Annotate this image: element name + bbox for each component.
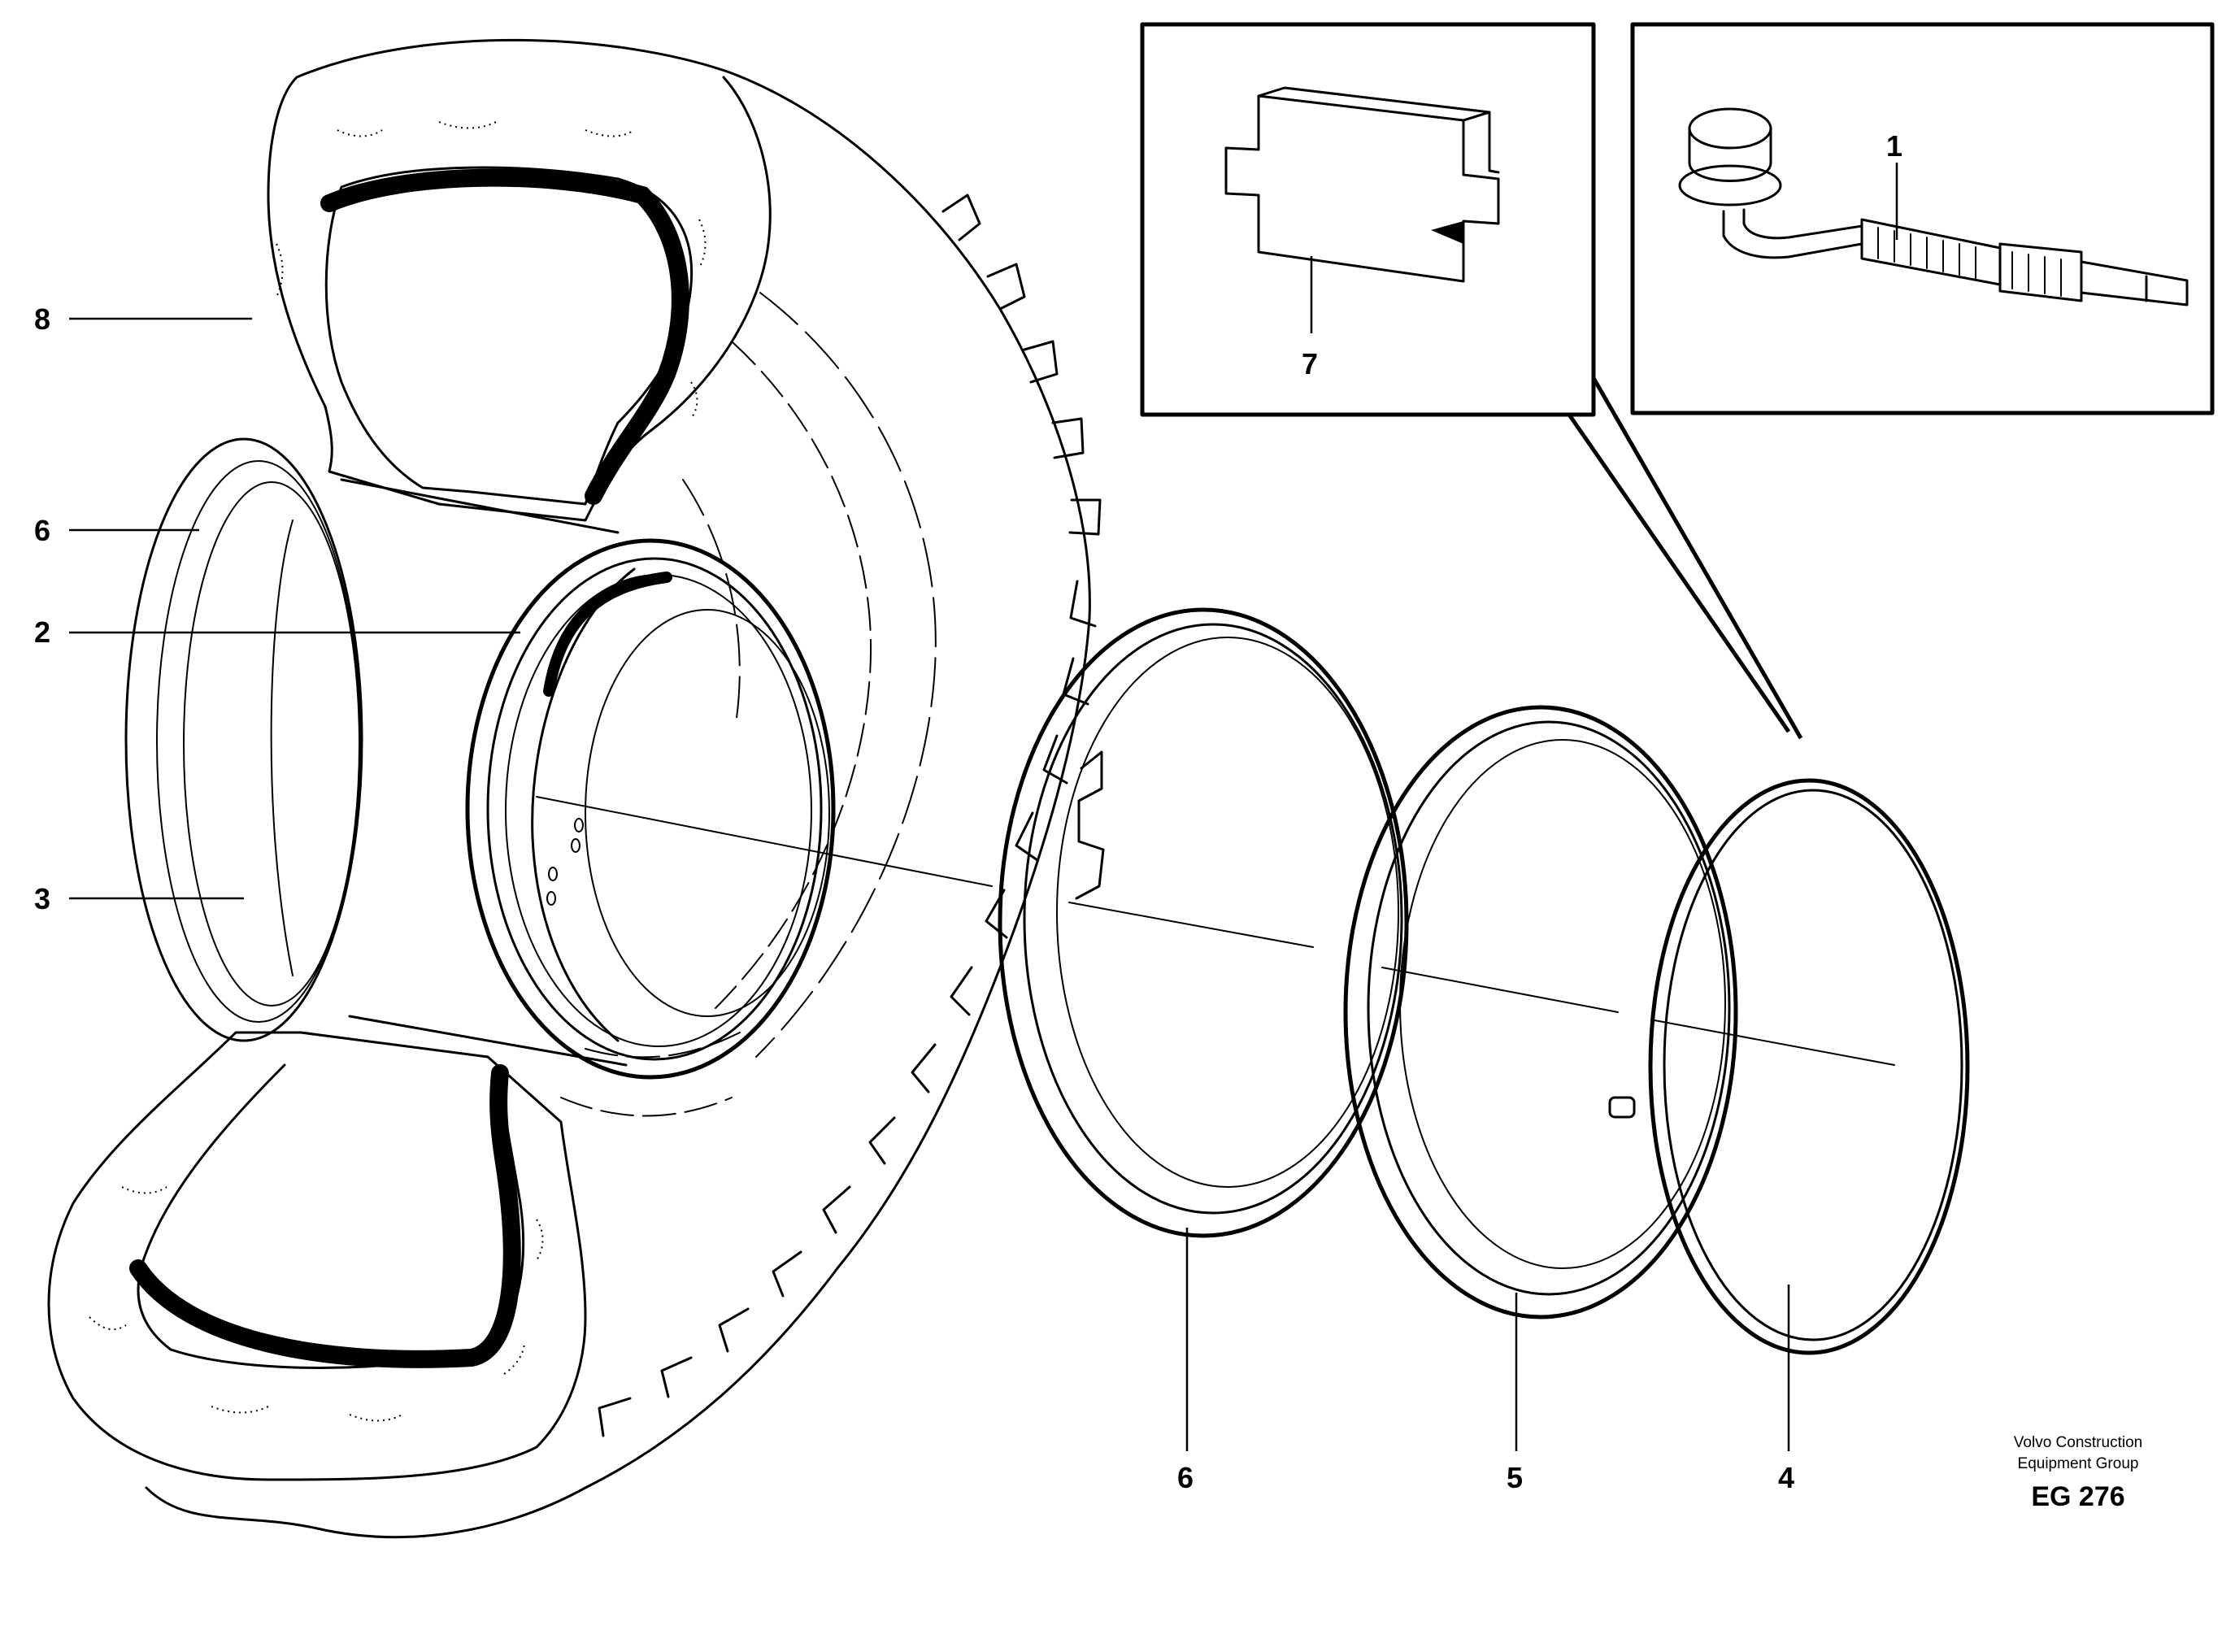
callout-1: 1 (1886, 129, 1902, 163)
callout-3: 3 (34, 882, 50, 915)
bead-seat-band (998, 607, 1409, 1238)
callout-6-left: 6 (34, 514, 50, 547)
lock-ring-clip (1608, 1096, 1636, 1119)
callout-7: 7 (1302, 347, 1318, 380)
callout-6-bottom: 6 (1177, 1461, 1194, 1494)
assembly-axis (536, 796, 1895, 1066)
flange-ring (1343, 705, 1738, 1319)
detail-box-valve (1630, 22, 2215, 415)
callout-2: 2 (34, 615, 50, 649)
detail-box-o-ring (1140, 22, 1596, 417)
credit-line-2: Equipment Group (2018, 1455, 2139, 1472)
rim (124, 437, 836, 1080)
figure-code: EG 276 (2031, 1481, 2124, 1512)
callout-5: 5 (1507, 1461, 1523, 1494)
credit-line-1: Volvo Construction (2014, 1434, 2142, 1451)
lock-ring (1608, 778, 1970, 1355)
callout-8: 8 (34, 302, 50, 336)
tire (47, 38, 1102, 1539)
callout-4: 4 (1778, 1461, 1794, 1494)
detail-pointer (1567, 376, 1803, 740)
